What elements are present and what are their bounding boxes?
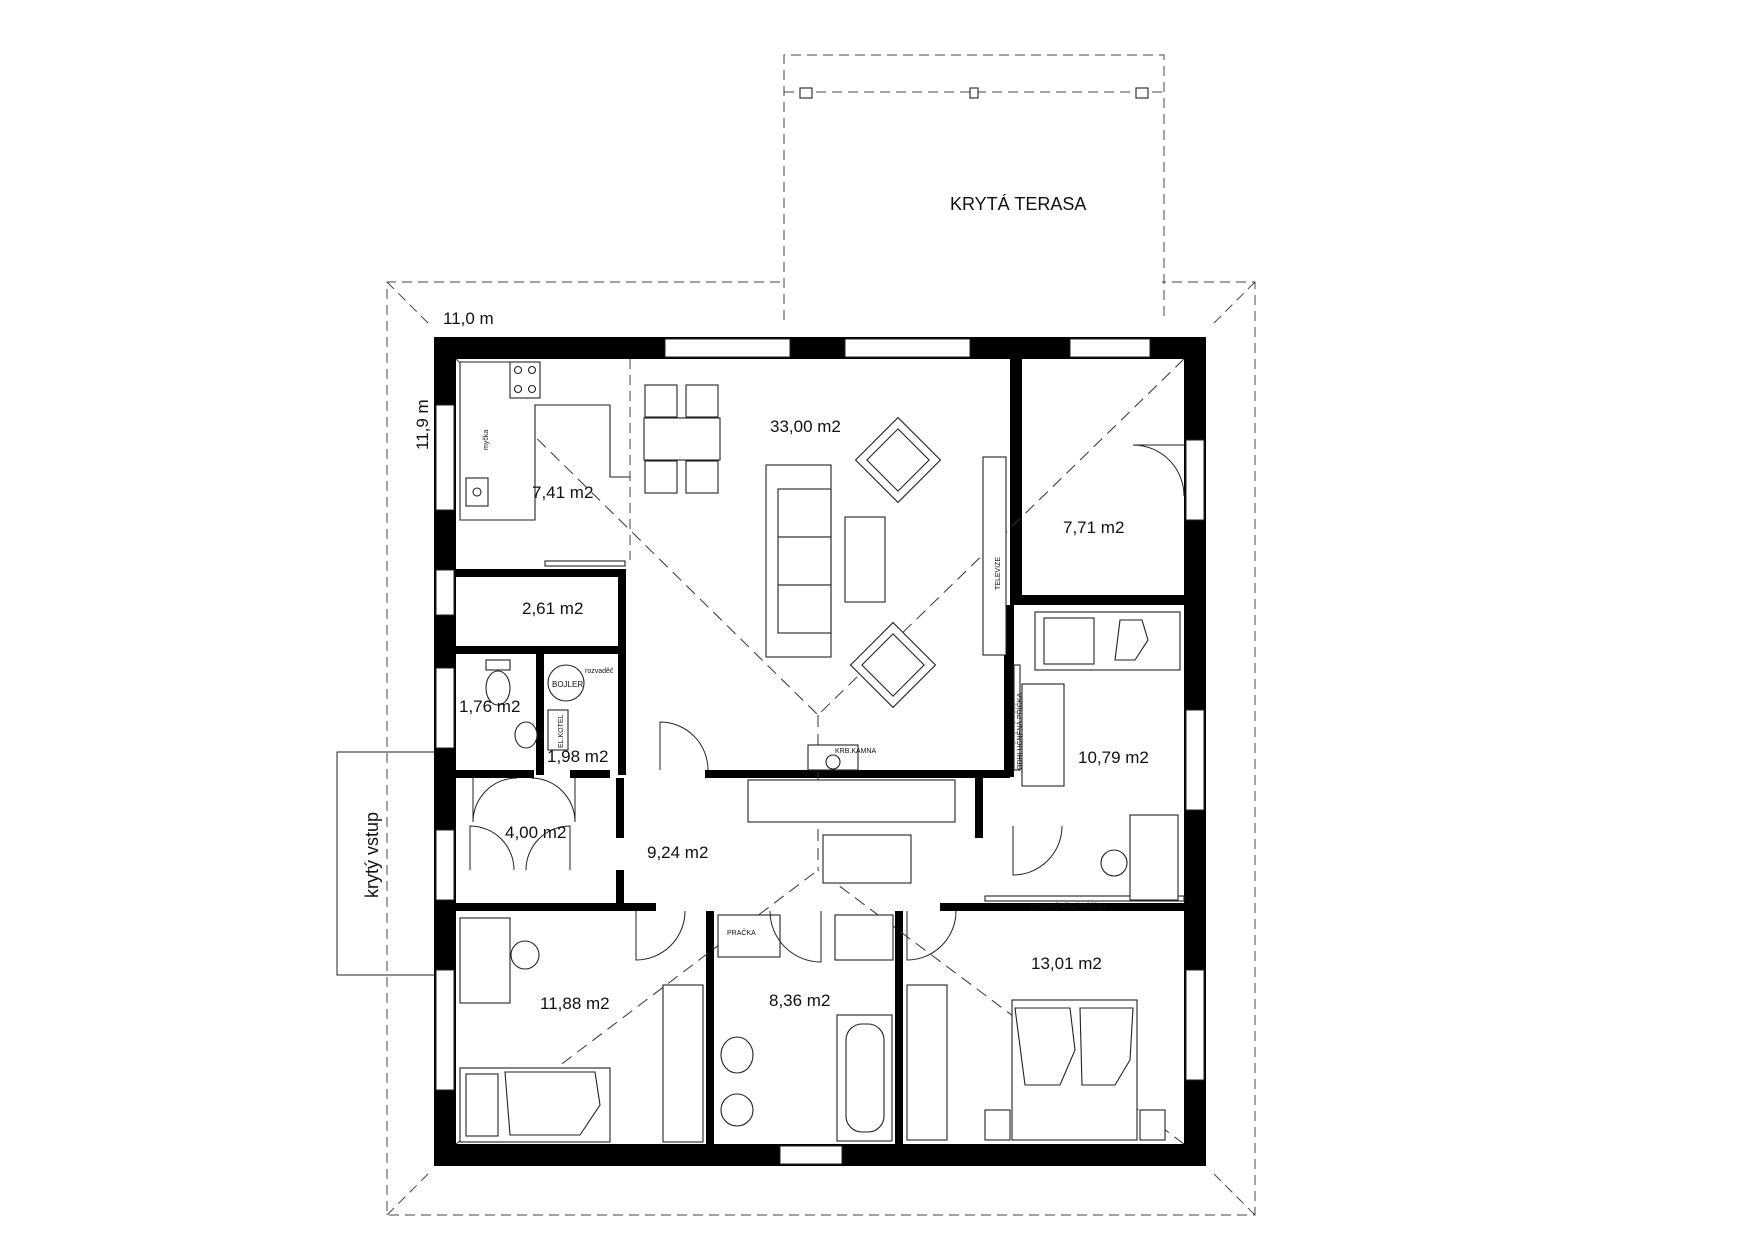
room-area-hall: 9,24 m2: [647, 843, 708, 862]
vestibule-doors: [469, 777, 576, 871]
dining-table: [643, 384, 721, 494]
room-area-bathroom: 8,36 m2: [769, 991, 830, 1010]
dishwasher-label: myčka: [483, 430, 490, 450]
stove-label: KRB.KAMNA: [835, 748, 877, 755]
attic-stairs: [747, 779, 956, 884]
room-area-bedroom-se: 13,01 m2: [1031, 954, 1102, 973]
width-dimension: 11,0 m: [443, 309, 494, 328]
soundproof-label-1: ODHLUČNĚNÁ PŘÍČKA: [1015, 693, 1024, 770]
terrace-outline: [783, 54, 1165, 320]
tech-room-fixtures: [547, 664, 585, 751]
room-area-wc: 1,76 m2: [459, 697, 520, 716]
entrance-canopy: [336, 751, 434, 976]
room-area-bedroom-e: 10,79 m2: [1078, 748, 1149, 767]
boiler-label: BOJLER: [552, 680, 583, 689]
wc-fixtures: [485, 659, 538, 749]
living-room-furniture: [659, 416, 1007, 771]
roof-outline: [386, 281, 1256, 1216]
room-area-bedroom-ne: 7,71 m2: [1063, 518, 1124, 537]
room-area-pantry: 2,61 m2: [522, 599, 583, 618]
interior-walls: [456, 359, 1184, 1144]
exterior-walls: [434, 337, 1206, 1166]
soundproof-label-2: ODHLUČNĚNÁ PŘÍČKA: [1030, 902, 1107, 911]
bedroom-e-furniture: [1012, 611, 1181, 901]
bedroom-se-furniture: [906, 910, 1166, 1141]
room-area-tech: 1,98 m2: [547, 747, 608, 766]
electric-boiler-label: EL.KOTEL: [558, 714, 565, 748]
kitchen-furniture: [459, 361, 630, 567]
switchboard-label: rozvaděč: [585, 668, 614, 675]
room-area-kitchen: 7,41 m2: [532, 483, 593, 502]
depth-dimension: 11,9 m: [413, 399, 432, 450]
bedroom-sw-furniture: [459, 910, 704, 1143]
bedroom-ne-door: [1132, 444, 1185, 497]
room-area-bedroom-sw: 11,88 m2: [540, 994, 610, 1013]
room-area-living: 33,00 m2: [770, 417, 841, 436]
soundproof-partitions: [984, 664, 1185, 902]
entrance-label: krytý vstup: [362, 812, 382, 898]
room-area-vestibule: 4,00 m2: [505, 823, 566, 842]
tv-label: TELEVIZE: [995, 557, 1002, 590]
bathroom-fixtures: [717, 910, 894, 1142]
washer-label: PRAČKA: [727, 928, 756, 937]
terrace-label: KRYTÁ TERASA: [950, 194, 1086, 214]
